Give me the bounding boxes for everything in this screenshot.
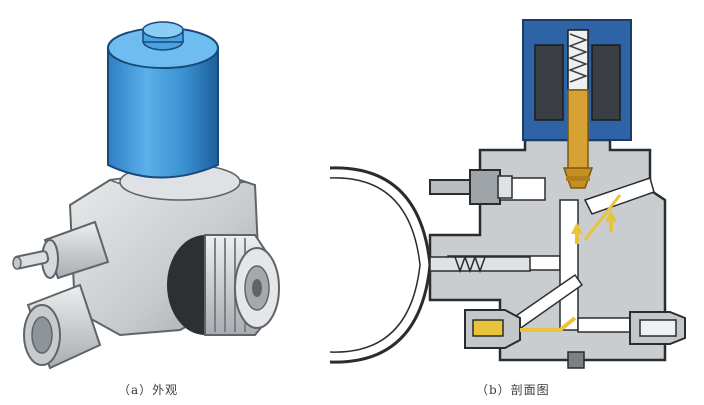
outlet-port [23, 283, 102, 370]
outlet-fitting [464, 309, 577, 349]
section-view-panel: （b）剖面图 [330, 0, 704, 405]
solenoid-valve-cross-section-illustration [330, 19, 686, 369]
caption-section: （b）剖面图 [476, 383, 550, 397]
threaded-connector [167, 234, 280, 336]
exterior-view-panel: （a）外观 [0, 0, 330, 405]
plunger [562, 89, 594, 189]
solenoid-coil [107, 21, 219, 179]
caption-exterior: （a）外观 [118, 383, 179, 397]
inlet-nozzle [12, 220, 110, 280]
inlet-fitting [629, 311, 686, 345]
adjust-screw [429, 169, 513, 205]
flow-path [583, 194, 622, 241]
diaphragm-chamber [330, 166, 432, 364]
drain-plug [567, 351, 585, 369]
solenoid-valve-exterior-illustration [12, 21, 280, 370]
diaphragm-piston [429, 254, 531, 274]
up-arrow-icon [571, 210, 617, 244]
